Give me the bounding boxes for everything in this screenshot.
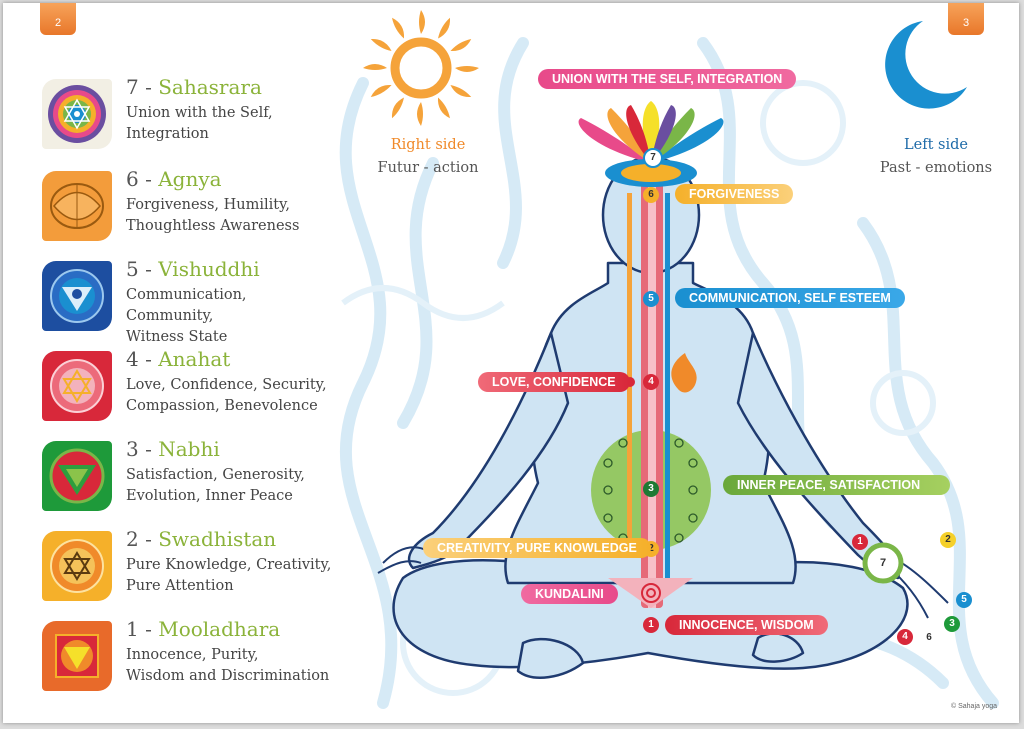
swadhistan-icon bbox=[42, 531, 112, 601]
ribbon-communication: COMMUNICATION, SELF ESTEEM bbox=[675, 288, 905, 308]
chakra-description: Innocence, Purity,Wisdom and Discriminat… bbox=[126, 647, 330, 684]
marker-1: 1 bbox=[643, 617, 659, 633]
chakra-item-agnya: 6 - Agnya Forgiveness, Humility,Thoughtl… bbox=[42, 167, 332, 245]
page-number-left: 2 bbox=[40, 3, 76, 35]
ribbon-forgiveness: FORGIVENESS bbox=[675, 184, 794, 204]
marker-4: 4 bbox=[643, 374, 659, 390]
chakra-item-nabhi: 3 - Nabhi Satisfaction, Generosity,Evolu… bbox=[42, 437, 332, 515]
chakra-description: Communication, Community,Witness State bbox=[126, 287, 247, 345]
ribbon-inner-peace: INNER PEACE, SATISFACTION bbox=[723, 475, 951, 495]
chakra-title: 7 - Sahasrara bbox=[126, 75, 262, 99]
hand-finger-1: 1 bbox=[852, 534, 868, 550]
hand-finger-4: 4 bbox=[897, 629, 913, 645]
copyright: © Sahaja yoga bbox=[951, 703, 998, 710]
vishuddhi-icon bbox=[42, 261, 112, 331]
sahasrara-icon bbox=[42, 79, 112, 149]
chakra-description: Satisfaction, Generosity,Evolution, Inne… bbox=[126, 467, 305, 504]
chakra-item-sahasrara: 7 - Sahasrara Union with the Self,Integr… bbox=[42, 75, 332, 153]
chakra-title: 6 - Agnya bbox=[126, 167, 222, 191]
hand-finger-2: 2 bbox=[940, 532, 956, 548]
page: 2 3 7 - Sahasrara Union with the Self,In… bbox=[3, 3, 1019, 723]
chakra-description: Love, Confidence, Security,Compassion, B… bbox=[126, 377, 327, 414]
chakra-title: 3 - Nabhi bbox=[126, 437, 220, 461]
ribbon-union: UNION WITH THE SELF, INTEGRATION bbox=[538, 69, 797, 89]
moon-icon bbox=[885, 21, 967, 109]
hand-finger-6: 6 bbox=[921, 630, 937, 646]
marker-7: 7 bbox=[643, 148, 663, 168]
chakra-item-mooladhara: 1 - Mooladhara Innocence, Purity,Wisdom … bbox=[42, 617, 332, 695]
page-number-right: 3 bbox=[948, 3, 984, 35]
hand-center-7: 7 bbox=[875, 555, 891, 571]
marker-5: 5 bbox=[643, 291, 659, 307]
chakra-description: Pure Knowledge, Creativity,Pure Attentio… bbox=[126, 557, 332, 594]
chakra-title: 2 - Swadhistan bbox=[126, 527, 277, 551]
ribbon-creativity: CREATIVITY, PURE KNOWLEDGE bbox=[423, 538, 651, 558]
marker-6: 6 bbox=[643, 187, 659, 203]
nabhi-icon bbox=[42, 441, 112, 511]
anahat-icon bbox=[42, 351, 112, 421]
left-side-subtitle: Past - emotions bbox=[879, 160, 993, 176]
chakra-description: Forgiveness, Humility,Thoughtless Awaren… bbox=[126, 197, 300, 234]
hand-finger-5: 5 bbox=[956, 592, 972, 608]
chakra-title: 4 - Anahat bbox=[126, 347, 231, 371]
right-side-subtitle: Futur - action bbox=[377, 160, 479, 176]
chakra-title: 5 - Vishuddhi bbox=[126, 257, 260, 281]
chakra-item-vishuddhi: 5 - Vishuddhi Communication, Community,W… bbox=[42, 257, 332, 345]
ribbon-innocence: INNOCENCE, WISDOM bbox=[665, 615, 828, 635]
agnya-icon bbox=[42, 171, 112, 241]
right-side-title: Right side bbox=[390, 137, 466, 153]
marker-3: 3 bbox=[643, 481, 659, 497]
sun-icon bbox=[363, 10, 479, 126]
chakra-item-anahat: 4 - Anahat Love, Confidence, Security,Co… bbox=[42, 347, 332, 425]
chakra-description: Union with the Self,Integration bbox=[126, 105, 273, 142]
ribbon-love: LOVE, CONFIDENCE bbox=[478, 372, 630, 392]
left-side-title: Left side bbox=[904, 137, 968, 153]
hand-finger-3: 3 bbox=[944, 616, 960, 632]
ribbon-kundalini: KUNDALINI bbox=[521, 584, 618, 604]
chakra-item-swadhistan: 2 - Swadhistan Pure Knowledge, Creativit… bbox=[42, 527, 332, 605]
chakra-title: 1 - Mooladhara bbox=[126, 617, 281, 641]
body-figure bbox=[377, 101, 949, 679]
mooladhara-icon bbox=[42, 621, 112, 691]
